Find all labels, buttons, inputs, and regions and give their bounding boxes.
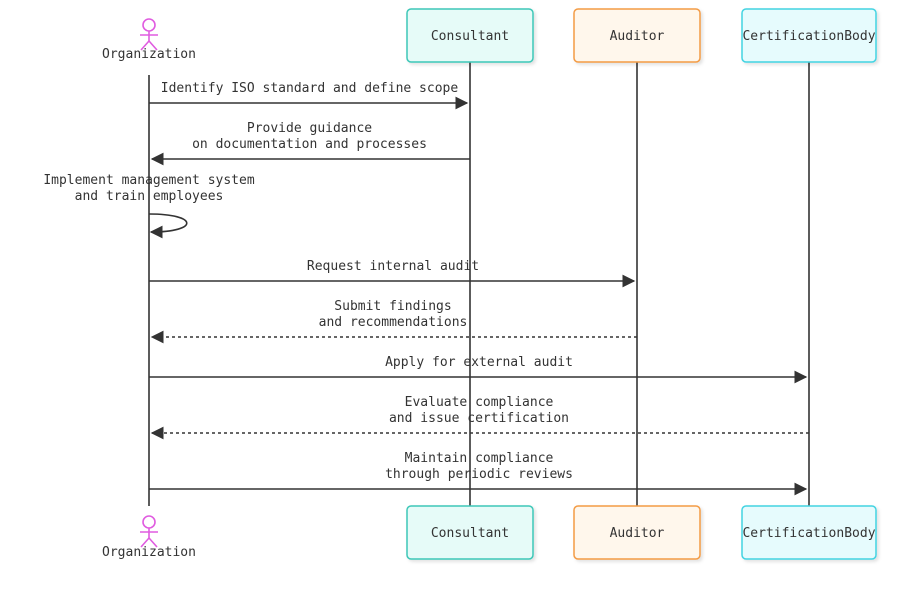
message-label: and recommendations <box>319 315 468 330</box>
message-label: and issue certification <box>389 411 569 426</box>
message-label: and train employees <box>75 189 224 204</box>
participant-consultant-bottom: Consultant <box>406 505 534 560</box>
message-label: Apply for external audit <box>385 355 573 370</box>
participant-auditor-top: Auditor <box>573 8 701 63</box>
participant-label: Consultant <box>431 526 509 541</box>
participant-label: Consultant <box>431 29 509 44</box>
participant-cert-bottom: CertificationBody <box>741 505 877 560</box>
actor-icon <box>140 515 158 548</box>
message-1: Identify ISO standard and define scope <box>149 81 469 110</box>
participant-cert-top: CertificationBody <box>741 8 877 63</box>
participant-label: CertificationBody <box>742 526 875 541</box>
participant-label: CertificationBody <box>742 29 875 44</box>
self-message-arrow <box>148 213 188 239</box>
participant-box <box>573 505 701 560</box>
message-label: Request internal audit <box>307 259 479 274</box>
participant-auditor-bottom: Auditor <box>573 505 701 560</box>
message-label: through periodic reviews <box>385 467 573 482</box>
participant-box <box>406 505 534 560</box>
message-label: Submit findings <box>334 299 451 314</box>
participant-box <box>573 8 701 63</box>
participant-label: Auditor <box>610 29 665 44</box>
message-label: on documentation and processes <box>192 137 427 152</box>
actor-org-bottom: Organization <box>102 515 196 560</box>
actor-label: Organization <box>102 47 196 62</box>
message-label: Evaluate compliance <box>405 395 554 410</box>
message-6: Apply for external audit <box>149 355 808 384</box>
actor-label: Organization <box>102 545 196 560</box>
participant-box <box>741 8 877 63</box>
message-label: Identify ISO standard and define scope <box>161 81 459 96</box>
participant-consultant-top: Consultant <box>406 8 534 63</box>
message-label: Provide guidance <box>247 121 372 136</box>
participant-box <box>406 8 534 63</box>
participant-box <box>741 505 877 560</box>
actor-icon <box>140 18 158 51</box>
participant-label: Auditor <box>610 526 665 541</box>
message-label: Maintain compliance <box>405 451 554 466</box>
message-label: Implement management system <box>43 173 254 188</box>
actor-org-top: Organization <box>102 18 196 62</box>
message-4: Request internal audit <box>149 259 636 288</box>
